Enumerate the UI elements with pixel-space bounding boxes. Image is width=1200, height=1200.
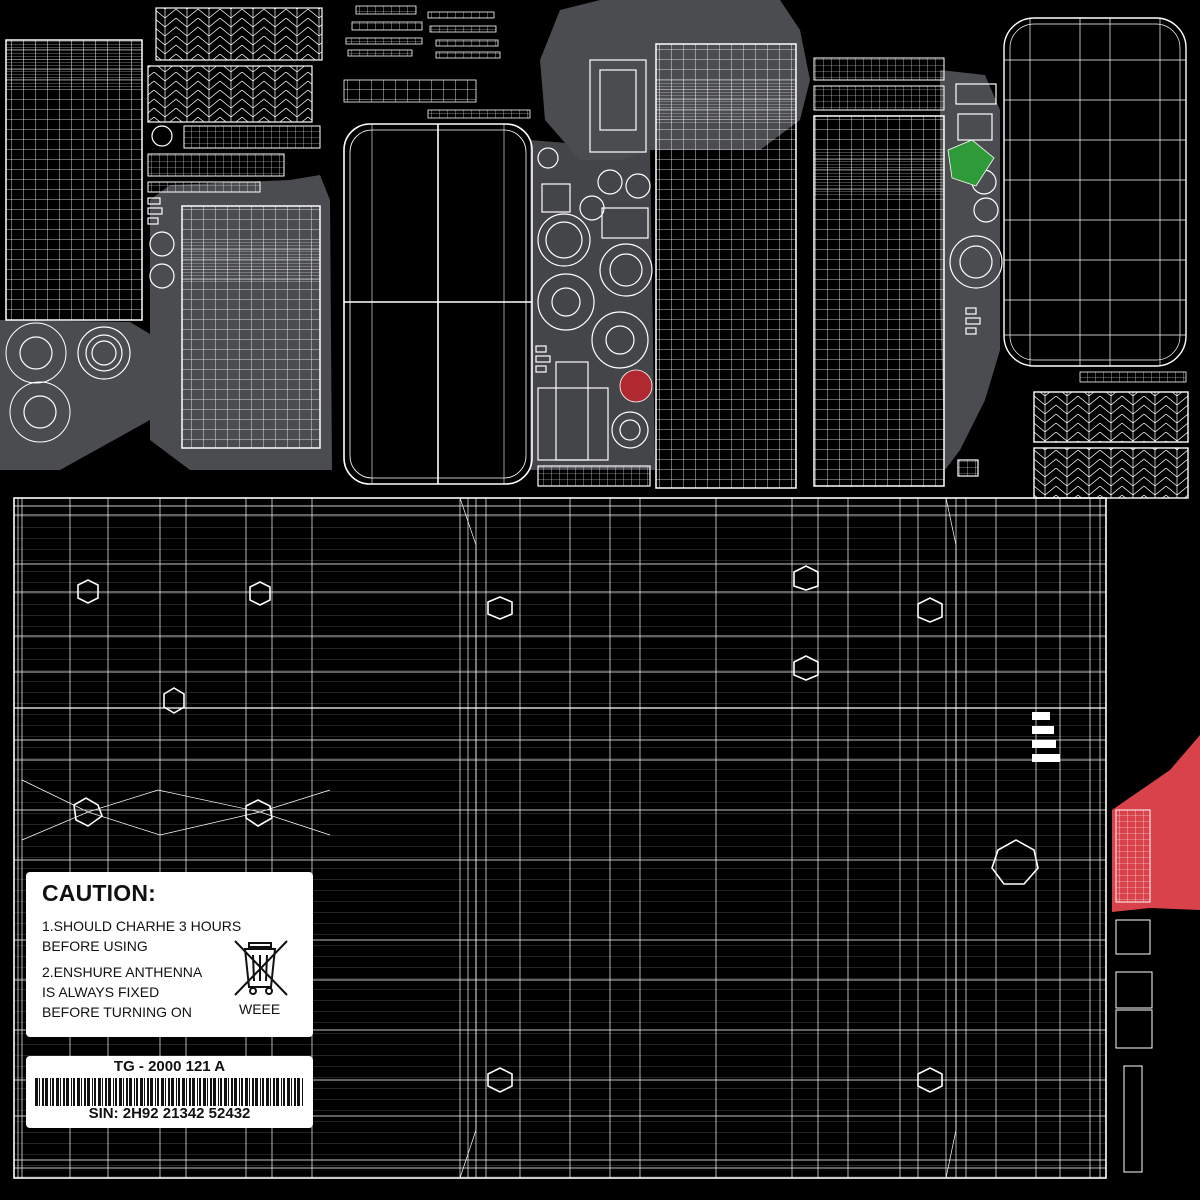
panel-right-rounded xyxy=(1003,17,1189,499)
accent-markers xyxy=(619,139,1200,912)
panel-top-left xyxy=(5,39,143,321)
phone-outline xyxy=(343,123,533,485)
zig-panels-top xyxy=(147,7,323,193)
caution-line-4: IS ALWAYS FIXED xyxy=(42,984,160,1000)
serial-number: SIN: 2H92 21342 52432 xyxy=(88,1105,251,1122)
caution-line-3: 2.ENSHURE ANTHENNA xyxy=(42,964,203,980)
serial-label: TG - 2000 121 A SIN: 2H92 21342 52432 xyxy=(26,1056,313,1128)
caution-line-5: BEFORE TURNING ON xyxy=(42,1004,192,1020)
barcode xyxy=(35,1078,303,1106)
weee-bin-icon xyxy=(234,940,288,996)
caution-line-2: BEFORE USING xyxy=(42,938,148,954)
panel-center-columns xyxy=(655,43,945,489)
weee-label: WEEE xyxy=(239,1001,281,1017)
caution-label: CAUTION: 1.SHOULD CHARHE 3 HOURS BEFORE … xyxy=(26,872,313,1037)
bottom-right-boxes xyxy=(1115,919,1153,1173)
caution-title: CAUTION: xyxy=(42,880,157,906)
strips-top-middle xyxy=(343,5,531,119)
model-number: TG - 2000 121 A xyxy=(113,1058,226,1075)
caution-line-1: 1.SHOULD CHARHE 3 HOURS xyxy=(42,918,242,934)
panel-left-second xyxy=(181,205,321,449)
